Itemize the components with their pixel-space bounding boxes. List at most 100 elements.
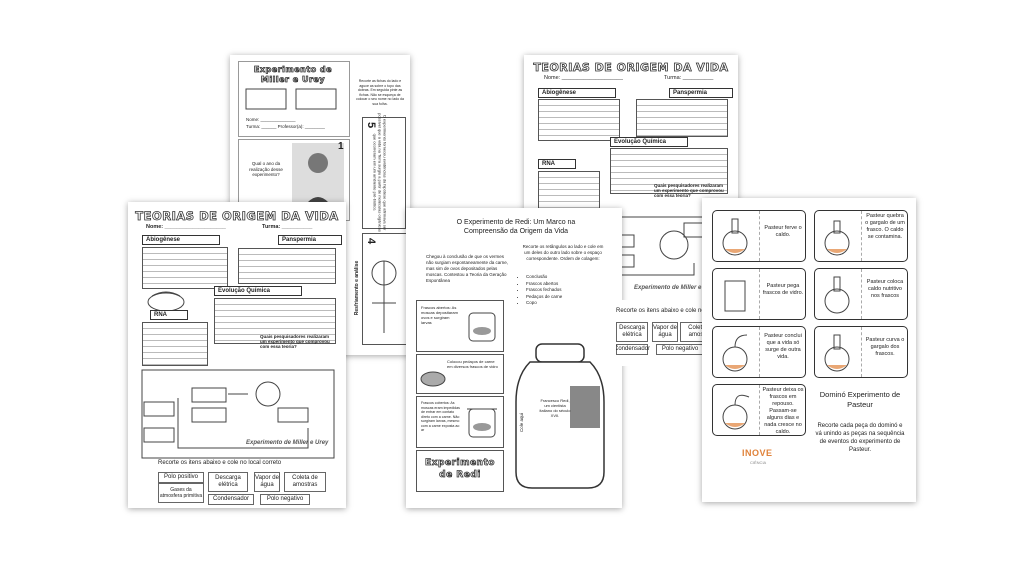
card-frascos-fechados: Frascos cobertos: As moscas eram impedid…: [416, 396, 504, 448]
card-pedacos-de-carne: Colocou pedaços de carne em diversos fra…: [416, 354, 504, 394]
step-number: 1: [338, 141, 344, 152]
domino-piece: Pasteur quebra o gargalo de um frasco. O…: [814, 210, 908, 262]
domino-text: Pasteur coloca caldo nutritivo nos frasc…: [866, 279, 904, 299]
order-list: Conclusão Frascos abertos Frascos fechad…: [514, 274, 562, 307]
order-item: Frascos fechados: [526, 287, 562, 294]
flask-icon: [824, 220, 850, 256]
chip-descarga-eletrica: Descarga elétrica: [208, 472, 248, 492]
domino-text: Pasteur quebra o gargalo de um frasco. O…: [865, 213, 905, 240]
domino-piece: Pasteur coloca caldo nutritivo nos frasc…: [814, 268, 908, 320]
flask-icon: [824, 334, 850, 372]
chip-coleta-de-amostras: Coleta de amostras: [284, 472, 326, 492]
question-text: Quais pesquisadores realizaram um experi…: [260, 334, 330, 349]
chip-polo-negativo: Polo negativo: [260, 494, 310, 505]
label-abiogenese: Abiogênese: [142, 235, 220, 245]
card-text: Frascos cobertos: As moscas eram impedid…: [421, 401, 460, 432]
domino-half: Pasteur quebra o gargalo de um frasco. O…: [861, 211, 908, 261]
miller-apparatus-diagram: [141, 369, 335, 459]
worksheet-title: TEORIAS DE ORIGEM DA VIDA: [533, 61, 729, 75]
flask-icon: [824, 276, 850, 314]
chip-condensador: Condensador: [616, 344, 650, 355]
name-field: Nome: ____________________: [146, 224, 226, 230]
worksheet-teorias-front: TEORIAS DE ORIGEM DA VIDA Nome: ________…: [128, 202, 346, 508]
flask-icon: [722, 218, 748, 256]
label-panspermia: Panspermia: [278, 235, 342, 245]
class-field: Turma: __________: [664, 75, 714, 81]
cutout-instructions: Recorte os itens abaixo e cole no local …: [158, 460, 282, 466]
question-text: Qual o ano da realização desse experimen…: [249, 161, 283, 177]
answer-lines: [538, 99, 620, 141]
title-card: Experimento de Redi: [416, 450, 504, 492]
label-panspermia: Panspermia: [669, 88, 733, 98]
domino-half: Pasteur curva o gargalo dos frascos.: [861, 327, 908, 377]
vertical-label: Resfriamento e análise: [354, 260, 361, 316]
condenser-diagram: [371, 260, 397, 333]
domino-piece: Pasteur curva o gargalo dos frascos.: [814, 326, 908, 378]
worksheet-pasteur-domino: Pasteur ferve o caldo. Pasteur quebra o …: [702, 198, 916, 502]
answer-lines: [214, 298, 336, 344]
domino-instructions: Recorte cada peça do dominó e vá unindo …: [815, 423, 905, 453]
meat-icon: [420, 371, 446, 387]
cutout-instructions: Recorte os itens abaixo e cole no local …: [616, 308, 740, 314]
domino-half: [713, 385, 759, 435]
label-abiogenese: Abiogênese: [538, 88, 616, 98]
domino-half: [815, 327, 861, 377]
chip-vapor-de-agua: Vapor de água: [254, 472, 280, 492]
label-evolucao-quimica: Evolução Química: [610, 137, 688, 147]
text-panel: [362, 117, 406, 229]
apparatus-caption: Experimento de Miller e Urey: [246, 440, 329, 446]
cover-panel: [238, 61, 350, 137]
domino-half: [815, 269, 861, 319]
flask-icon: [724, 280, 746, 312]
domino-half: [713, 211, 759, 261]
chip-descarga-eletrica: Descarga elétrica: [616, 322, 648, 342]
domino-half: Pasteur deixa os frascos em repouso. Pas…: [759, 385, 806, 435]
redi-footer-title: Experimento de Redi: [425, 458, 495, 481]
step-panel: [362, 233, 408, 345]
inove-logo-subtitle: CIÊNCIA: [750, 460, 767, 465]
instructions-text: Recorte os retângulos ao lado e cole em …: [522, 244, 604, 261]
jar-icon: [468, 312, 496, 342]
apparatus-caption: Experimento de Miller e Urey: [634, 285, 717, 291]
flask-icon: [722, 334, 748, 372]
domino-piece: Pasteur pega frascos de vidro.: [712, 268, 806, 320]
worksheet-redi: O Experimento de Redi: Um Marco na Compr…: [406, 208, 622, 508]
label-rna: RNA: [150, 310, 188, 320]
chip-condensador: Condensador: [208, 494, 254, 505]
question-text: Quais pesquisadores realizaram um experi…: [654, 183, 724, 198]
worksheet-title: TEORIAS DE ORIGEM DA VIDA: [135, 209, 339, 224]
jar-side-label: Cole aqui: [519, 412, 525, 433]
large-jar-outline: [515, 343, 605, 489]
name-field: Nome: ______________: [246, 117, 296, 122]
redi-title: O Experimento de Redi: Um Marco na Compr…: [456, 219, 576, 235]
label-rna: RNA: [538, 159, 576, 169]
name-field: Nome: ____________________: [544, 75, 623, 81]
domino-piece: Pasteur ferve o caldo.: [712, 210, 806, 262]
chip-polo-positivo: Polo positivo: [158, 472, 204, 483]
chip-polo-negativo: Polo negativo: [656, 344, 704, 355]
order-item: Frascos abertos: [526, 281, 562, 288]
inove-logo: INOVE: [742, 448, 773, 458]
domino-text: Pasteur pega frascos de vidro.: [762, 283, 804, 296]
domino-text: Pasteur curva o gargalo dos frascos.: [865, 337, 905, 357]
order-item: Copo: [526, 300, 562, 307]
answer-lines: [142, 322, 208, 366]
label-evolucao-quimica: Evolução Química: [214, 286, 302, 296]
class-field: Turma: ______ Professor(a): ________: [246, 124, 325, 129]
domino-half: Pasteur conclui que a vida só surge de o…: [759, 327, 806, 377]
gases-label: Gases da atmosfera primitiva: [159, 487, 203, 499]
flask-icon: [722, 394, 750, 430]
portrait-caption: Francesco Redi, um cientista italiano do…: [539, 398, 571, 418]
domino-half: Pasteur pega frascos de vidro.: [759, 269, 806, 319]
class-field: Turma: __________: [262, 224, 313, 230]
answer-lines: [610, 148, 728, 194]
domino-half: [815, 211, 861, 261]
domino-half: Pasteur ferve o caldo.: [759, 211, 806, 261]
answer-lines: [142, 247, 228, 289]
domino-text: Pasteur ferve o caldo.: [764, 225, 802, 238]
card-frascos-abertos: Frascos abertos: As moscas depositaram o…: [416, 300, 504, 352]
miller-title: Experimento de Miller e Urey: [253, 65, 333, 85]
card-text: Colocou pedaços de carne em diversos fra…: [447, 359, 498, 369]
jar-icon: [467, 408, 497, 438]
card-text: Frascos abertos: As moscas depositaram o…: [421, 305, 458, 325]
